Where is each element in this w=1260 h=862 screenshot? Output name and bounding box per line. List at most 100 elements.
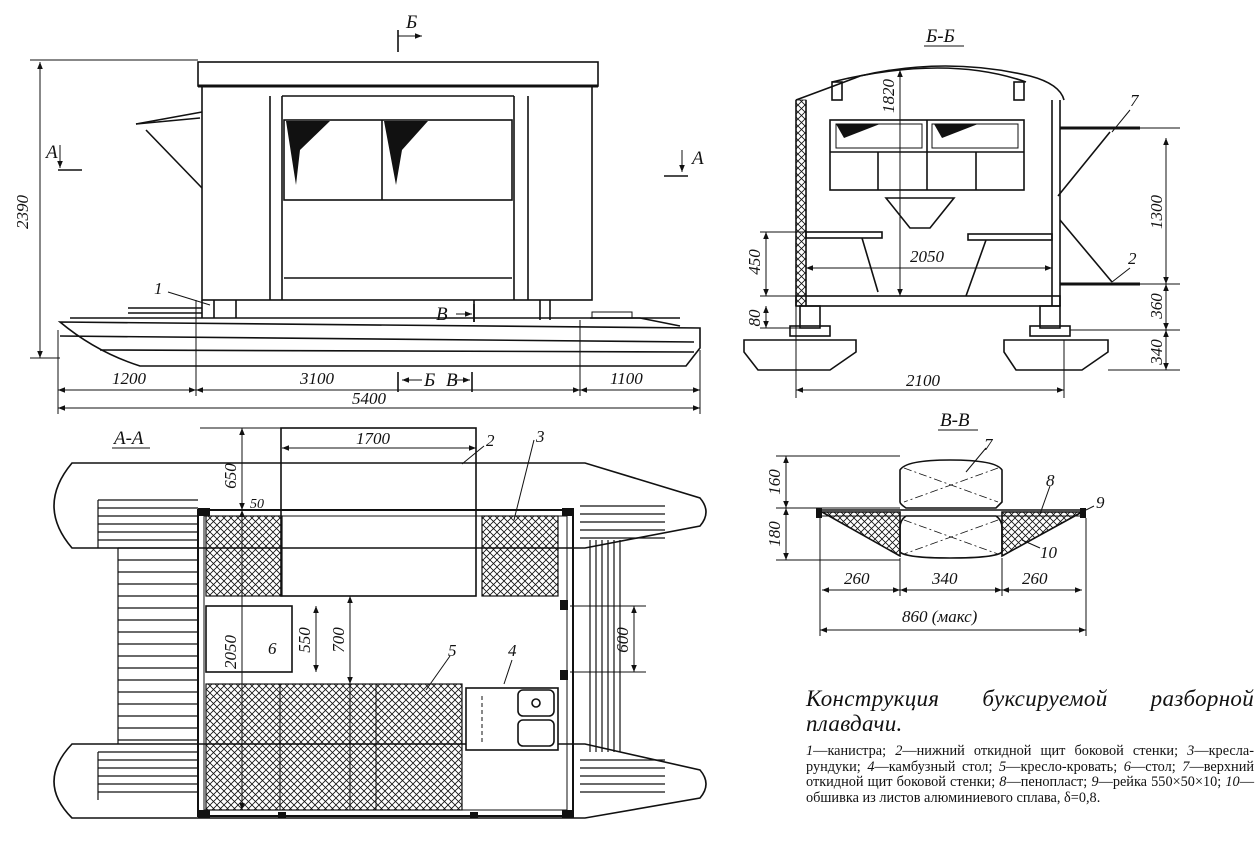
- dim-1700: 1700: [356, 429, 391, 448]
- dim-50: 50: [250, 497, 264, 512]
- dim-5400: 5400: [352, 389, 387, 408]
- legend-number: 7: [1182, 758, 1190, 775]
- callout-5: 5: [448, 641, 457, 660]
- callout-4: 4: [508, 641, 517, 660]
- legend-item: 10—обшивка из листов алюминиевого сплава…: [806, 774, 1254, 806]
- legend-text: —верхний откидной щит боковой стенки;: [806, 758, 1254, 790]
- section-vv: [816, 459, 1086, 559]
- pontoon-hull: [57, 321, 701, 367]
- section-aa-labels: А-А 1700 650 50 2050 550 700 600 2 3 4 5…: [112, 427, 632, 669]
- callout-2-bb: 2: [1128, 249, 1137, 268]
- dim-700: 700: [329, 627, 348, 653]
- legend-number: 2: [895, 743, 903, 759]
- pontoon-left-section: [743, 339, 857, 371]
- table-6: [205, 605, 293, 673]
- legend-item: 8—пенопласт;: [999, 774, 1091, 790]
- dim-2390: 2390: [13, 195, 32, 230]
- dim-1200: 1200: [112, 369, 147, 388]
- cabin-plan: [197, 509, 574, 817]
- section-bb: [743, 65, 1140, 371]
- legend-number: 10: [1225, 774, 1240, 790]
- side-window: [283, 119, 513, 201]
- pontoon-top: [53, 462, 707, 549]
- cabin-body: [201, 85, 593, 301]
- callout-2: 2: [486, 431, 495, 450]
- floor: [795, 295, 1061, 307]
- dim-3100: 3100: [299, 369, 335, 388]
- lower-flap: [280, 427, 477, 597]
- legend-item: 4—камбузный стол;: [867, 759, 999, 775]
- pontoon-right-section: [1003, 339, 1109, 371]
- legend-text: —камбузный стол;: [874, 758, 1000, 775]
- legend-text: —кресло-кровать;: [1006, 758, 1124, 775]
- legend-item: 3—кресла-рундуки;: [806, 743, 1254, 775]
- section-vv-labels: В-В 160 180 260 340 260 860 (макс) 7 8 9…: [765, 410, 1105, 626]
- section-vv-title: В-В: [940, 410, 970, 431]
- upper-panel: [899, 459, 1003, 509]
- dim-2050-bb: 2050: [910, 247, 945, 266]
- section-mark-v-bottom: В: [446, 370, 458, 391]
- callout-1: 1: [154, 279, 163, 298]
- legend-text: —пенопласт;: [1006, 774, 1092, 790]
- section-mark-a-left: А: [44, 142, 58, 163]
- legend-number: 8: [999, 774, 1007, 790]
- dim-1820: 1820: [879, 79, 898, 114]
- section-aa: [53, 427, 707, 819]
- side-view: [57, 61, 701, 367]
- dim-450: 450: [745, 249, 764, 275]
- caption-title: Конструкция буксируемой разборной плавда…: [806, 686, 1254, 736]
- legend-text: —рейка 550×50×10;: [1098, 774, 1226, 790]
- legend-item: 9—рейка 550×50×10;: [1091, 774, 1225, 790]
- legend-item: 5—кресло-кровать;: [999, 759, 1124, 775]
- legend-number: 6: [1123, 758, 1131, 775]
- legend-number: 3: [1187, 743, 1195, 759]
- legend-item: 6—стол;: [1124, 759, 1183, 775]
- roof-arc: [795, 65, 1065, 101]
- cabin-roof: [197, 61, 599, 87]
- section-aa-dimensions: [200, 427, 646, 810]
- legend-text: —обшивка из листов алюминиевого сплава, …: [806, 774, 1254, 806]
- section-vv-dimensions: [776, 447, 1095, 636]
- legend-text: —кресла-рундуки;: [806, 743, 1254, 775]
- side-view-dimensions: [30, 30, 701, 414]
- legend-text: —канистра;: [813, 743, 896, 759]
- foam-right: [1001, 511, 1083, 558]
- pontoon-bottom: [53, 743, 707, 819]
- dim-1100: 1100: [610, 369, 643, 388]
- dim-550: 550: [295, 627, 314, 653]
- figure-caption: Конструкция буксируемой разборной плавда…: [806, 686, 1254, 806]
- callout-9: 9: [1096, 493, 1105, 512]
- dim-1300: 1300: [1147, 195, 1166, 230]
- section-mark-b-top: Б: [405, 12, 417, 33]
- legend-number: 4: [867, 758, 875, 775]
- section-bb-labels: Б-Б 1820 1300 450 2050 360 80 340 2100 7…: [745, 26, 1166, 390]
- section-mark-a-right: А: [690, 148, 704, 169]
- dim-180: 180: [765, 521, 784, 547]
- dim-340-bb: 340: [1147, 339, 1166, 366]
- legend-text: —стол;: [1130, 758, 1183, 775]
- dim-650: 650: [221, 463, 240, 489]
- callout-7-bb: 7: [1130, 91, 1140, 110]
- callout-10: 10: [1040, 543, 1058, 562]
- section-mark-b-bottom: Б: [423, 370, 435, 391]
- dim-80: 80: [745, 309, 764, 327]
- dim-360: 360: [1147, 293, 1166, 320]
- side-view-labels: 2390 1200 3100 1100 5400 А А Б Б В В 1: [13, 12, 704, 408]
- dim-260-right: 260: [1022, 569, 1048, 588]
- dim-600: 600: [613, 627, 632, 653]
- callout-6: 6: [268, 639, 277, 658]
- section-aa-title: А-А: [112, 428, 144, 449]
- legend-number: 5: [999, 758, 1007, 775]
- dim-340-vv: 340: [931, 569, 958, 588]
- section-bb-dimensions: [760, 70, 1180, 398]
- dim-160: 160: [765, 469, 784, 495]
- legend-number: 9: [1091, 774, 1099, 790]
- legend-text: —нижний откидной щит боковой стенки;: [902, 743, 1188, 759]
- legend-item: 7—верхний откидной щит боковой стенки;: [806, 759, 1254, 791]
- callout-3: 3: [535, 427, 545, 446]
- dim-2100: 2100: [906, 371, 941, 390]
- dim-860: 860 (макс): [902, 607, 978, 626]
- legend-item: 1—канистра;: [806, 743, 895, 759]
